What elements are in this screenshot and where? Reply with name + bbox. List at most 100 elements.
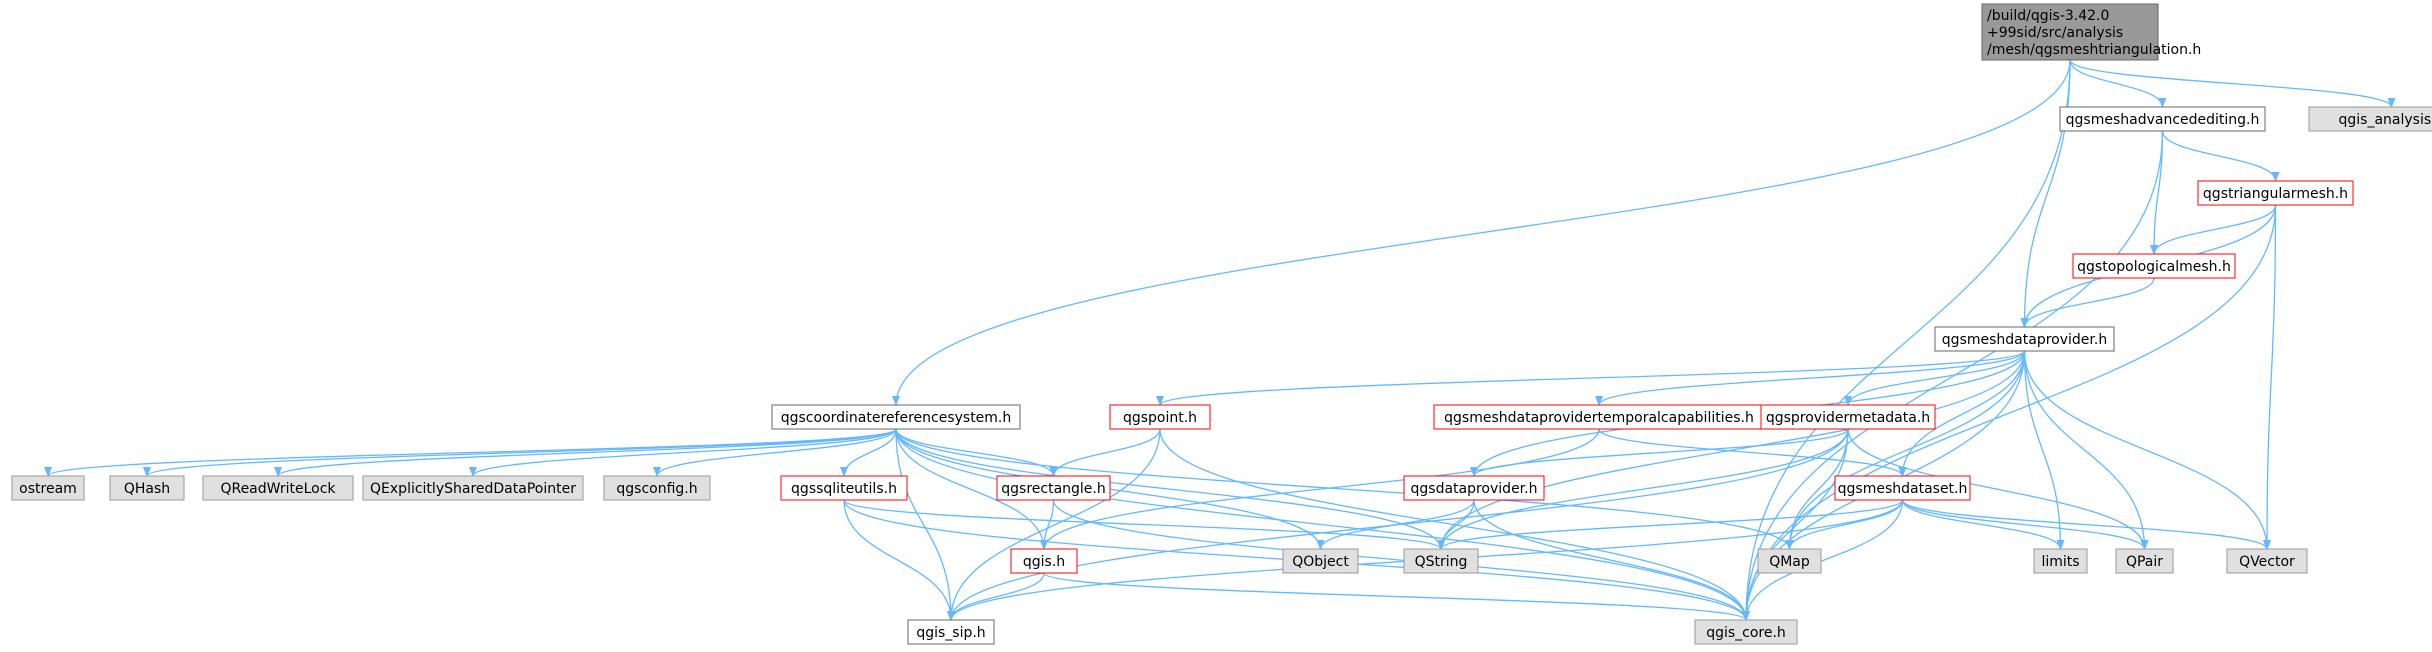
edge-meshdp-to-meshdataset (1898, 350, 2026, 477)
edge-dataprovider-to-core (1473, 499, 1750, 621)
node-box-triangular (2197, 180, 2354, 206)
node-meshdataset[interactable]: qgsmeshdataset.h (1834, 475, 1971, 501)
edge-crs-to-sqlite (840, 428, 897, 477)
node-box-qgsconfig (603, 475, 711, 501)
node-root[interactable]: /build/qgis-3.42.0+99sid/src/analysis/me… (1981, 3, 2201, 61)
edge-crs-to-qmap (895, 428, 1794, 550)
node-crs[interactable]: qgscoordinatereferencesystem.h (771, 404, 1021, 430)
edge-advanced-to-triangular (2161, 130, 2280, 182)
edge-crs-to-qhash (143, 428, 897, 477)
node-box-topological (2072, 253, 2236, 279)
edge-point-to-rectangle (1049, 428, 1161, 477)
edge-sqlite-to-sip (843, 499, 955, 621)
node-point[interactable]: qgspoint.h (1109, 404, 1211, 430)
node-analysis: qgis_analysis.h (2308, 106, 2432, 132)
node-label-qstring: QString (1415, 554, 1468, 570)
edge-crs-to-qgsconfig (653, 428, 897, 477)
edge-triangular-to-topological (2150, 204, 2277, 255)
node-box-qrwlock (202, 475, 354, 501)
node-qvector: QVector (2226, 548, 2308, 574)
node-box-provmeta (1760, 404, 1936, 430)
node-label-ostream: ostream (19, 481, 77, 497)
node-qpair: QPair (2115, 548, 2174, 574)
node-label-qhash: QHash (124, 481, 170, 497)
edge-root-to-analysis (2069, 59, 2396, 108)
node-label-qrwlock: QReadWriteLock (220, 481, 336, 497)
node-label-qobject: QObject (1292, 554, 1349, 570)
node-box-meshdataset (1834, 475, 1971, 501)
node-advanced[interactable]: qgsmeshadvancedediting.h (2059, 106, 2266, 132)
node-qmap: QMap (1757, 548, 1822, 574)
edge-rectangle-to-core (1052, 499, 1750, 621)
node-qrwlock: QReadWriteLock (202, 475, 354, 501)
node-label-limits: limits (2041, 554, 2079, 570)
node-label-provmeta: qgsprovidermetadata.h (1766, 410, 1930, 426)
edge-sqlite-to-qstring (843, 499, 1445, 550)
node-label-core: qgis_core.h (1706, 625, 1786, 641)
edge-qgis-to-sip (947, 572, 1045, 621)
node-label-qmap: QMap (1769, 554, 1810, 570)
edge-meshdp-to-point (1156, 350, 2026, 406)
node-label-qpair: QPair (2126, 554, 2163, 570)
node-label-meshdp: qgsmeshdataprovider.h (1942, 332, 2107, 348)
node-label-dataprovider: qgsdataprovider.h (1411, 481, 1538, 497)
edge-provmeta-to-qstring (1437, 428, 1849, 550)
node-provmeta[interactable]: qgsprovidermetadata.h (1760, 404, 1936, 430)
node-box-point (1109, 404, 1211, 430)
node-box-qhash (109, 475, 185, 501)
node-box-sqlite (780, 475, 908, 501)
edge-dataprovider-to-qobject (1316, 499, 1475, 550)
node-label-sqlite: qgssqliteutils.h (791, 481, 897, 497)
edge-meshdp-to-qmap (1785, 350, 2026, 550)
node-label-point: qgspoint.h (1123, 410, 1197, 426)
edge-meshdataset-to-qvector (1901, 499, 2271, 550)
edge-root-to-meshdp (2020, 59, 2071, 328)
edge-point-to-sip (947, 428, 1161, 621)
node-sip[interactable]: qgis_sip.h (907, 619, 995, 645)
edge-crs-to-qrwlock (274, 428, 897, 477)
node-qobject: QObject (1282, 548, 1359, 574)
node-label-rectangle: qgsrectangle.h (1001, 481, 1105, 497)
node-box-core (1694, 619, 1798, 645)
node-temporal[interactable]: qgsmeshdataprovidertemporalcapabilities.… (1433, 404, 1765, 430)
node-label-root: /build/qgis-3.42.0 (1987, 8, 2109, 24)
node-box-advanced (2059, 106, 2266, 132)
node-triangular[interactable]: qgstriangularmesh.h (2197, 180, 2354, 206)
node-label-qgsconfig: qgsconfig.h (616, 481, 697, 497)
edge-crs-to-qesdp (469, 428, 897, 477)
node-box-limits (2033, 548, 2088, 574)
edge-crs-to-qstring (895, 428, 1445, 550)
node-box-meshdp (1934, 326, 2115, 352)
edge-meshdp-to-temporal (1595, 350, 2026, 406)
node-label-qesdp: QExplicitlySharedDataPointer (370, 481, 576, 497)
edge-topological-to-meshdp (2020, 277, 2155, 328)
edge-crs-to-rectangle (895, 428, 1058, 477)
edge-meshdp-to-qvector (2023, 350, 2271, 550)
node-box-qstring (1403, 548, 1479, 574)
edge-root-to-core (1742, 59, 2071, 621)
nodes-layer: /build/qgis-3.42.0+99sid/src/analysis/me… (11, 3, 2432, 645)
node-label-topological: qgstopologicalmesh.h (2077, 259, 2231, 275)
edge-root-to-advanced (2069, 59, 2167, 108)
edge-point-to-core (1159, 428, 1750, 621)
node-box-qgis (1010, 548, 1078, 574)
edge-temporal-to-qgis (1040, 428, 1600, 550)
edge-meshdataset-to-qstring (1437, 499, 1904, 550)
node-sqlite[interactable]: qgssqliteutils.h (780, 475, 908, 501)
node-dataprovider[interactable]: qgsdataprovider.h (1403, 475, 1545, 501)
node-label-root: +99sid/src/analysis (1987, 25, 2123, 41)
node-box-qobject (1282, 548, 1359, 574)
node-label-temporal: qgsmeshdataprovidertemporalcapabilities.… (1444, 410, 1754, 426)
node-qgsconfig: qgsconfig.h (603, 475, 711, 501)
edge-meshdp-to-limits (2023, 350, 2065, 550)
node-rectangle[interactable]: qgsrectangle.h (996, 475, 1111, 501)
node-box-ostream (11, 475, 85, 501)
edge-meshdp-to-provmeta (1844, 350, 2026, 406)
node-topological[interactable]: qgstopologicalmesh.h (2072, 253, 2236, 279)
edge-meshdp-to-qstring (1437, 350, 2026, 550)
node-box-sip (907, 619, 995, 645)
node-qgis[interactable]: qgis.h (1010, 548, 1078, 574)
node-meshdp[interactable]: qgsmeshdataprovider.h (1934, 326, 2115, 352)
edge-crs-to-sip (895, 428, 955, 621)
